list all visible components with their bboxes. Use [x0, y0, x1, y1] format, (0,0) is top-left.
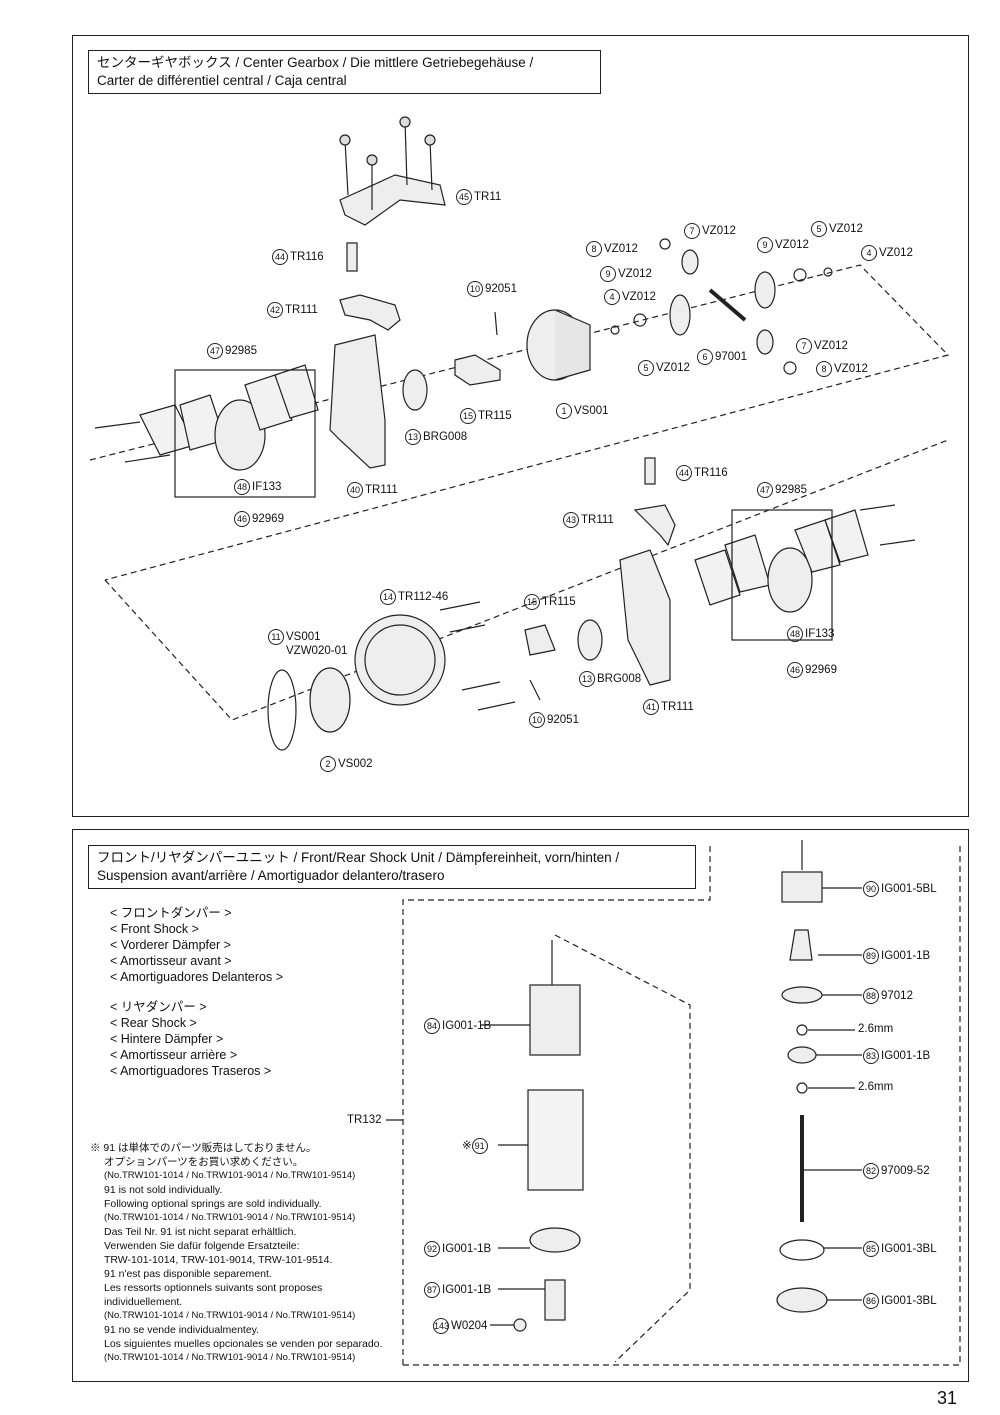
shock-title: フロント/リヤダンパーユニット / Front/Rear Shock Unit …: [88, 845, 696, 889]
shock-title-line2: Suspension avant/arrière / Amortiguador …: [97, 868, 445, 883]
note-line: 91 is not sold individually.: [104, 1184, 223, 1196]
note-line: Les ressorts optionnels suivants sont pr…: [104, 1282, 323, 1294]
note-line: オプションパーツをお買い求めください。: [104, 1156, 304, 1168]
front-shock-line: < フロントダンパー >: [110, 906, 232, 920]
note-line: TRW-101-1014, TRW-101-9014, TRW-101-9514…: [104, 1254, 333, 1266]
note-line: (No.TRW101-1014 / No.TRW101-9014 / No.TR…: [104, 1310, 356, 1321]
note-line: (No.TRW101-1014 / No.TRW101-9014 / No.TR…: [104, 1170, 356, 1181]
note-line: individuellement.: [104, 1296, 183, 1308]
note-line: Verwenden Sie dafür folgende Ersatzteile…: [104, 1240, 300, 1252]
note-line: 91 no se vende individualmentey.: [104, 1324, 260, 1336]
gearbox-title-line2: Carter de différentiel central / Caja ce…: [97, 73, 347, 88]
rear-shock-line: < Hintere Dämpfer >: [110, 1032, 224, 1046]
center-gearbox-panel: [72, 35, 969, 817]
note-line: Das Teil Nr. 91 ist nicht separat erhält…: [104, 1226, 297, 1238]
gearbox-title: センターギヤボックス / Center Gearbox / Die mittle…: [88, 50, 601, 94]
note-line: 91 n'est pas disponible separement.: [104, 1268, 272, 1280]
front-shock-line: < Vorderer Dämpfer >: [110, 938, 231, 952]
note-line: ※ 91 は単体でのパーツ販売はしておりません。: [90, 1142, 317, 1154]
note-line: Los siguientes muelles opcionales se ven…: [104, 1338, 383, 1350]
note-line: Following optional springs are sold indi…: [104, 1198, 322, 1210]
rear-shock-line: < Rear Shock >: [110, 1016, 197, 1030]
label-2-6mm-a: 2.6mm: [858, 1023, 894, 1035]
label-91: ※91: [462, 1138, 490, 1154]
rear-shock-line: < Amortisseur arrière >: [110, 1048, 238, 1062]
front-shock-line: < Amortisseur avant >: [110, 954, 232, 968]
label-vzw020-01: VZW020-01: [286, 645, 348, 657]
front-shock-line: < Amortiguadores Delanteros >: [110, 970, 284, 984]
page-number: 31: [937, 1388, 958, 1408]
note-line: (No.TRW101-1014 / No.TRW101-9014 / No.TR…: [104, 1212, 356, 1223]
spring-notes: ※ 91 は単体でのパーツ販売はしておりません。 オプションパーツをお買い求めく…: [90, 1141, 410, 1365]
front-shock-line: < Front Shock >: [110, 922, 199, 936]
label-tr132: TR132: [347, 1114, 382, 1126]
shock-title-line1: フロント/リヤダンパーユニット / Front/Rear Shock Unit …: [97, 850, 620, 865]
gearbox-title-line1: センターギヤボックス / Center Gearbox / Die mittle…: [97, 55, 534, 70]
rear-shock-line: < リヤダンパー >: [110, 1000, 207, 1014]
label-2-6mm-b: 2.6mm: [858, 1081, 894, 1093]
shock-unit-panel: [72, 829, 969, 1382]
front-shock-list: < フロントダンパー > < Front Shock > < Vorderer …: [110, 905, 283, 985]
note-line: (No.TRW101-1014 / No.TRW101-9014 / No.TR…: [104, 1352, 356, 1363]
rear-shock-list: < リヤダンパー > < Rear Shock > < Hintere Dämp…: [110, 999, 271, 1079]
rear-shock-line: < Amortiguadores Traseros >: [110, 1064, 272, 1078]
